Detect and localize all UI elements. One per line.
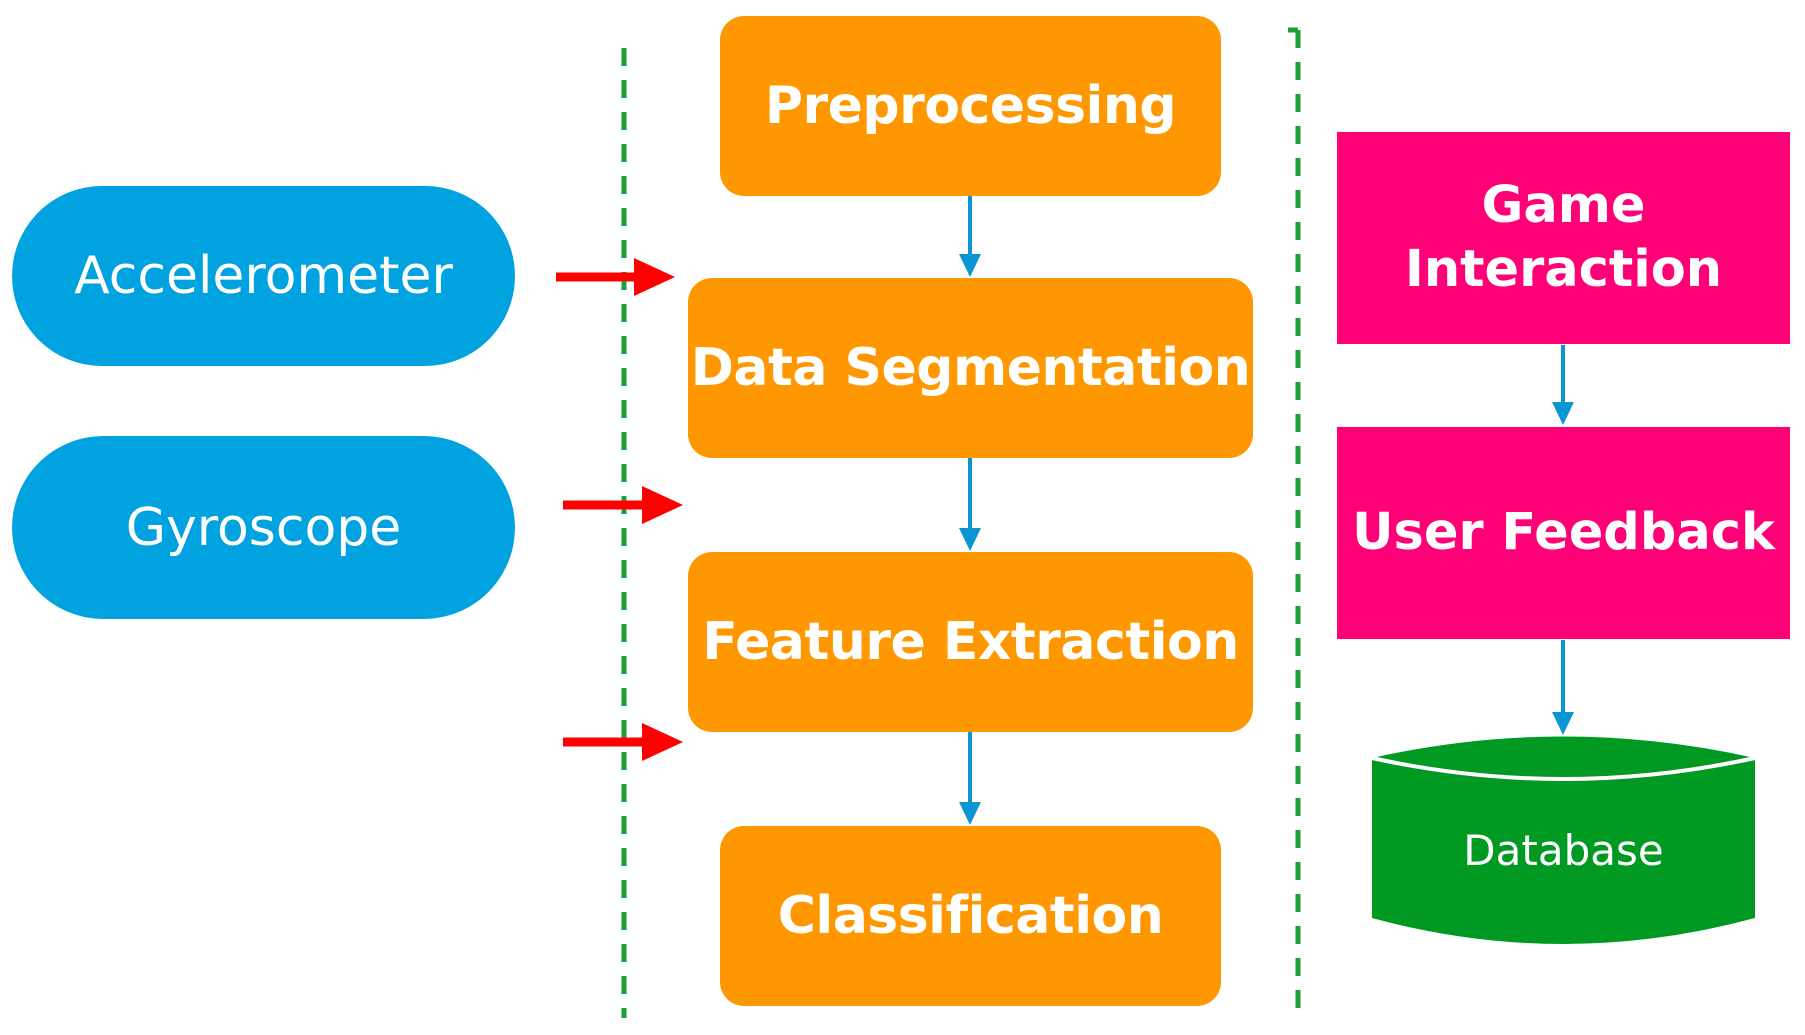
- feature-extraction-label: Feature Extraction: [702, 612, 1239, 672]
- gyroscope-node: Gyroscope: [12, 436, 515, 619]
- user-feedback-node: User Feedback: [1337, 427, 1790, 639]
- data-segmentation-label: Data Segmentation: [690, 338, 1251, 398]
- game-interaction-label: Game Interaction: [1404, 176, 1723, 299]
- database-top-rim: [1371, 756, 1756, 781]
- gyroscope-label: Gyroscope: [125, 497, 402, 558]
- flow-arrow-preprocessing-to-segmentation: [959, 196, 981, 277]
- preprocessing-node: Preprocessing: [720, 16, 1221, 196]
- accelerometer-label: Accelerometer: [74, 246, 453, 306]
- classification-label: Classification: [777, 886, 1164, 946]
- flow-arrow-game-to-feedback: [1552, 345, 1574, 425]
- input-arrow-2: [563, 486, 683, 524]
- accelerometer-node: Accelerometer: [12, 186, 515, 366]
- database-label: Database: [1463, 825, 1664, 875]
- feature-extraction-node: Feature Extraction: [688, 552, 1253, 732]
- flow-arrow-feedback-to-database: [1552, 640, 1574, 735]
- data-segmentation-node: Data Segmentation: [688, 278, 1253, 458]
- game-interaction-node: Game Interaction: [1337, 132, 1790, 344]
- classification-node: Classification: [720, 826, 1221, 1006]
- flow-arrow-extraction-to-classification: [959, 732, 981, 825]
- input-arrow-1: [556, 258, 675, 296]
- flow-arrow-segmentation-to-extraction: [959, 458, 981, 551]
- preprocessing-label: Preprocessing: [764, 76, 1177, 136]
- input-arrow-3: [563, 723, 683, 761]
- database-shape: [1372, 736, 1755, 944]
- user-feedback-label: User Feedback: [1352, 503, 1775, 563]
